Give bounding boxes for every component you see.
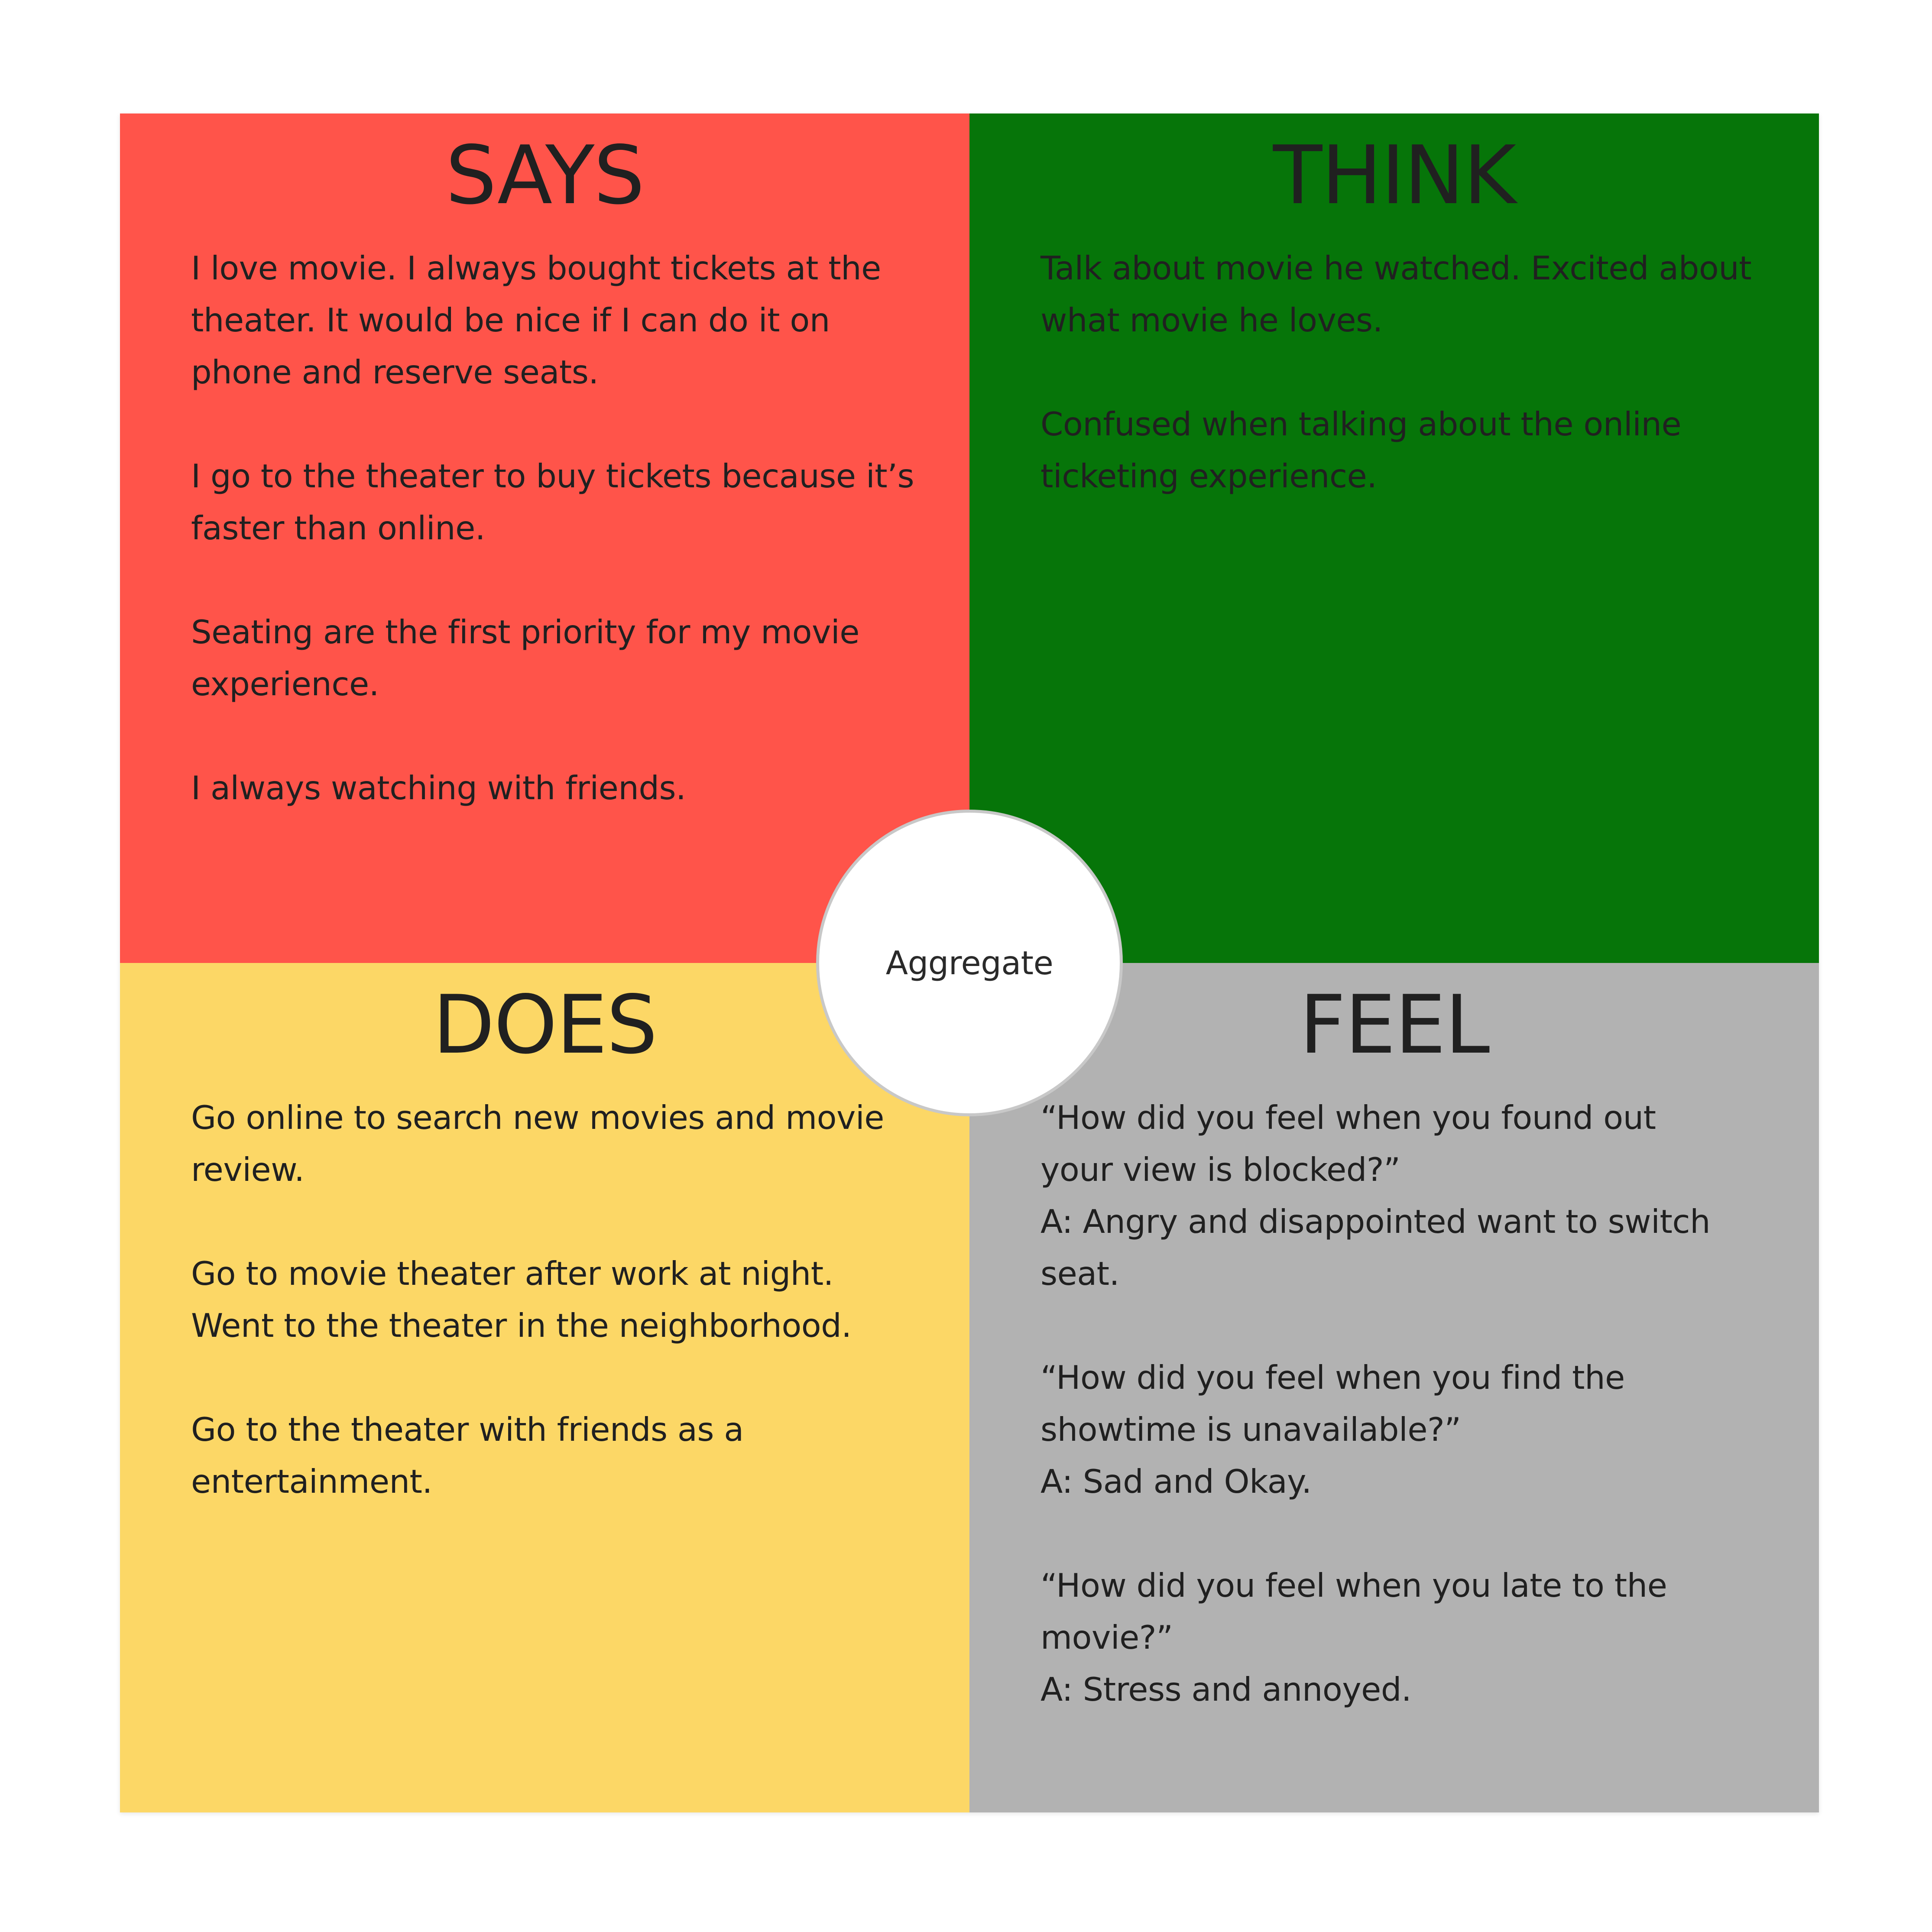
says-title: SAYS bbox=[445, 128, 645, 222]
says-paragraph: I love movie. I always bought tickets at… bbox=[191, 249, 881, 391]
feel-title: FEEL bbox=[1299, 978, 1490, 1072]
feel-body: “How did you feel when you found out you… bbox=[1041, 1092, 1773, 1715]
think-paragraph: Talk about movie he watched. Excited abo… bbox=[1041, 249, 1752, 339]
feel-paragraph: “How did you feel when you late to the m… bbox=[1041, 1566, 1667, 1708]
aggregate-circle: Aggregate bbox=[816, 810, 1123, 1116]
aggregate-label: Aggregate bbox=[885, 944, 1054, 982]
says-quadrant: SAYS I love movie. I always bought ticke… bbox=[120, 113, 969, 963]
does-title: DOES bbox=[432, 978, 658, 1072]
feel-paragraph: “How did you feel when you found out you… bbox=[1041, 1099, 1711, 1293]
says-body: I love movie. I always bought tickets at… bbox=[191, 242, 923, 814]
think-quadrant: THINK Talk about movie he watched. Excit… bbox=[969, 113, 1819, 963]
does-quadrant: DOES Go online to search new movies and … bbox=[120, 963, 969, 1812]
says-paragraph: I go to the theater to buy tickets becau… bbox=[191, 457, 914, 547]
says-paragraph: Seating are the first priority for my mo… bbox=[191, 613, 859, 703]
think-paragraph: Confused when talking about the online t… bbox=[1041, 405, 1682, 495]
think-title: THINK bbox=[1273, 128, 1516, 222]
does-body: Go online to search new movies and movie… bbox=[191, 1092, 923, 1507]
does-paragraph: Go online to search new movies and movie… bbox=[191, 1099, 884, 1189]
feel-paragraph: “How did you feel when you find the show… bbox=[1041, 1358, 1625, 1501]
feel-quadrant: FEEL “How did you feel when you found ou… bbox=[969, 963, 1819, 1812]
does-paragraph: Go to the theater with friends as a ente… bbox=[191, 1410, 744, 1501]
says-paragraph: I always watching with friends. bbox=[191, 769, 686, 807]
does-paragraph: Go to movie theater after work at night.… bbox=[191, 1255, 852, 1345]
think-body: Talk about movie he watched. Excited abo… bbox=[1041, 242, 1773, 502]
empathy-map: SAYS I love movie. I always bought ticke… bbox=[120, 113, 1819, 1812]
